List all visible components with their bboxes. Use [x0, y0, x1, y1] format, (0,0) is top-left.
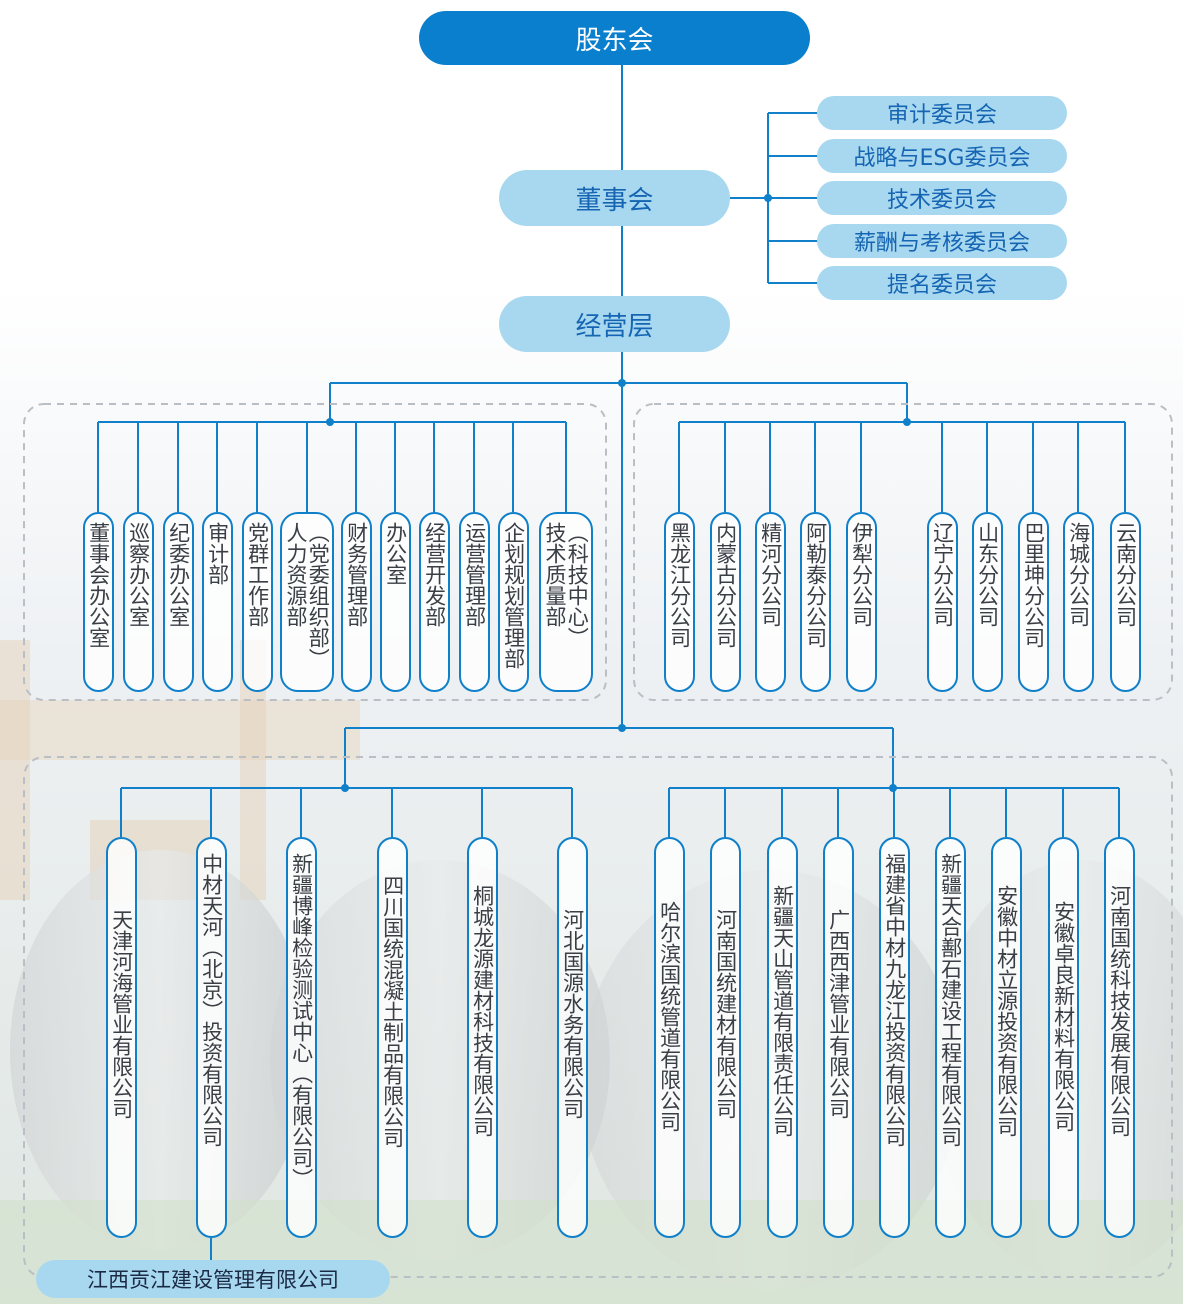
- sub-harbin-guotong[interactable]: 哈尔滨国统管道有限公司: [654, 837, 685, 1238]
- dept-inspection-office[interactable]: 巡察办公室: [123, 512, 154, 692]
- dept-general-office[interactable]: 办公室: [380, 512, 411, 692]
- branch-inner-mongolia[interactable]: 内蒙古分公司: [710, 512, 741, 692]
- committee-label: 提名委员会: [886, 273, 997, 298]
- sub-guangxi-xijin[interactable]: 广西西津管业有限公司: [823, 837, 854, 1238]
- committee-label: 技术委员会: [886, 188, 997, 213]
- dept-finance[interactable]: 财务管理部: [341, 512, 372, 692]
- branch-barkol[interactable]: 巴里坤分公司: [1018, 512, 1049, 692]
- dept-technical-quality[interactable]: （科技中心） 技术质量部: [539, 512, 593, 692]
- sub-jiangxi-gongjiang-label: 江西贡江建设管理有限公司: [87, 1268, 339, 1292]
- shareholders-meeting-node[interactable]: 股东会: [419, 11, 810, 65]
- committee-audit[interactable]: 审计委员会: [817, 96, 1067, 130]
- sub-henan-guotong-jiancai[interactable]: 河南国统建材有限公司: [710, 837, 741, 1238]
- sub-zhongcai-tianhe[interactable]: 中材天河（北京）投资有限公司: [196, 837, 227, 1238]
- dept-audit[interactable]: 审计部: [202, 512, 233, 692]
- sub-xinjiang-bofeng[interactable]: 新疆博峰检验测试中心（有限公司）: [286, 837, 317, 1238]
- sub-tianjin-hehai[interactable]: 天津河海管业有限公司: [106, 837, 137, 1238]
- branch-haicheng[interactable]: 海城分公司: [1063, 512, 1094, 692]
- board-of-directors-node[interactable]: 董事会: [499, 170, 730, 226]
- shareholders-meeting-label: 股东会: [575, 25, 654, 56]
- sub-xinjiang-tianshan[interactable]: 新疆天山管道有限责任公司: [767, 837, 798, 1238]
- sub-hebei-guoyuan[interactable]: 河北国源水务有限公司: [557, 837, 588, 1238]
- dept-human-resources[interactable]: （党委组织部） 人力资源部: [280, 512, 334, 692]
- management-node[interactable]: 经营层: [499, 296, 730, 352]
- branch-heilongjiang[interactable]: 黑龙江分公司: [664, 512, 695, 692]
- sub-xinjiang-tianhe[interactable]: 新疆天合鄯石建设工程有限公司: [935, 837, 966, 1238]
- sub-tongcheng-longyuan[interactable]: 桐城龙源建材科技有限公司: [467, 837, 498, 1238]
- sub-anhui-zhuoliang[interactable]: 安徽卓良新材料有限公司: [1048, 837, 1079, 1238]
- branch-liaoning[interactable]: 辽宁分公司: [927, 512, 958, 692]
- branch-yunnan[interactable]: 云南分公司: [1110, 512, 1141, 692]
- dept-planning[interactable]: 企划规划管理部: [498, 512, 529, 692]
- committee-label: 薪酬与考核委员会: [853, 231, 1030, 256]
- sub-henan-guotong-keji[interactable]: 河南国统科技发展有限公司: [1104, 837, 1135, 1238]
- committee-label: 战略与ESG委员会: [853, 146, 1031, 171]
- sub-fujian-jiulongjiang[interactable]: 福建省中材九龙江投资有限公司: [879, 837, 910, 1238]
- branch-jinghe[interactable]: 精河分公司: [755, 512, 786, 692]
- sub-jiangxi-gongjiang[interactable]: 江西贡江建设管理有限公司: [36, 1260, 390, 1298]
- committee-nomination[interactable]: 提名委员会: [817, 266, 1067, 300]
- dept-board-office[interactable]: 董事会办公室: [83, 512, 114, 692]
- branch-ili[interactable]: 伊犁分公司: [846, 512, 877, 692]
- committee-strategy-esg[interactable]: 战略与ESG委员会: [817, 139, 1067, 173]
- dept-operations[interactable]: 运营管理部: [459, 512, 490, 692]
- management-label: 经营层: [575, 311, 654, 342]
- committee-technology[interactable]: 技术委员会: [817, 181, 1067, 215]
- branch-altay[interactable]: 阿勒泰分公司: [800, 512, 831, 692]
- board-label: 董事会: [575, 185, 654, 216]
- committee-label: 审计委员会: [886, 103, 997, 128]
- dept-party-work[interactable]: 党群工作部: [242, 512, 273, 692]
- sub-sichuan-guotong[interactable]: 四川国统混凝土制品有限公司: [377, 837, 408, 1238]
- sub-anhui-zhongcai-liyuan[interactable]: 安徽中材立源投资有限公司: [991, 837, 1022, 1238]
- dept-business-development[interactable]: 经营开发部: [419, 512, 450, 692]
- dept-discipline-office[interactable]: 纪委办公室: [163, 512, 194, 692]
- committee-remuneration[interactable]: 薪酬与考核委员会: [817, 224, 1067, 258]
- branch-shandong[interactable]: 山东分公司: [972, 512, 1003, 692]
